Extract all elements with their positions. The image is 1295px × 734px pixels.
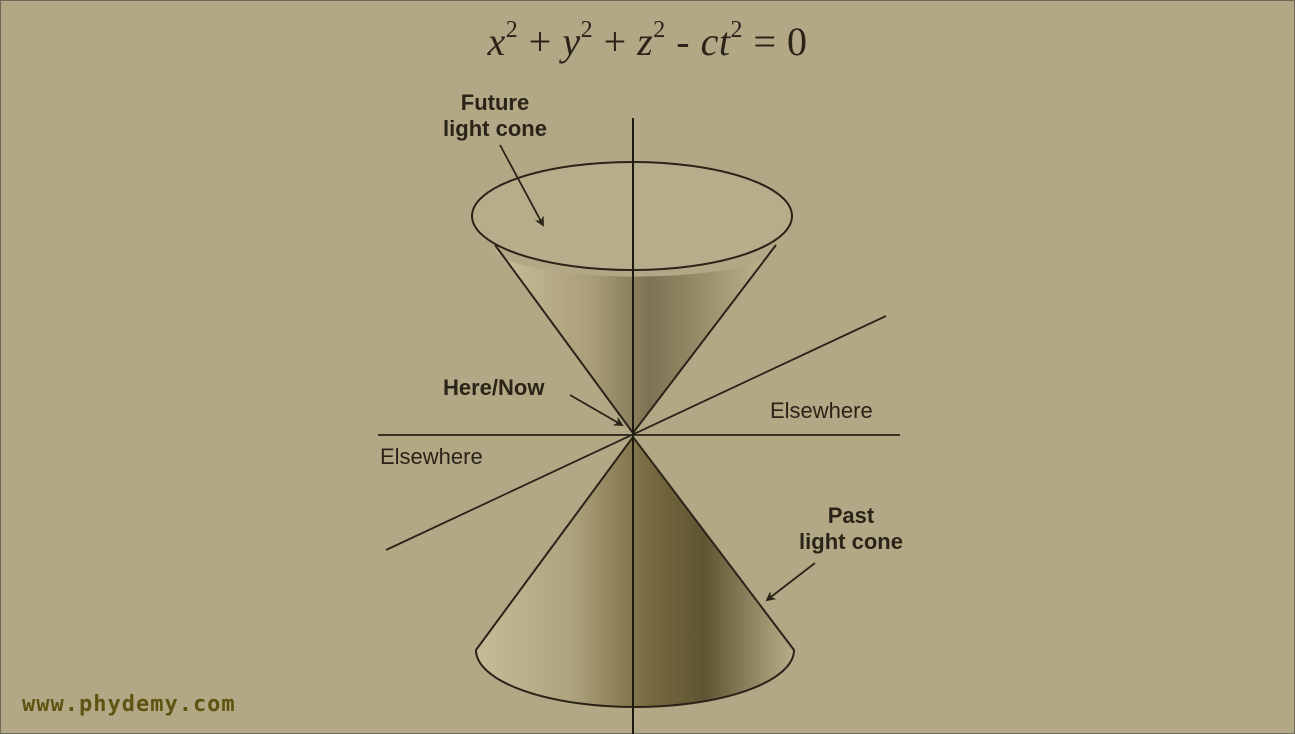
eq-plus-2: +	[603, 19, 627, 64]
future-label-line1: Future	[460, 90, 530, 115]
eq-minus: -	[676, 19, 691, 64]
eq-x: x	[487, 19, 506, 64]
past-label-line1: Past	[827, 503, 875, 528]
future-label-line2: light cone	[443, 116, 547, 141]
eq-ct: ct	[700, 19, 731, 64]
eq-z: z	[637, 19, 654, 64]
elsewhere-right-label: Elsewhere	[770, 398, 873, 423]
past-arrow	[765, 562, 816, 602]
eq-plus-1: +	[528, 19, 552, 64]
past-light-cone-label: Past light cone	[778, 503, 924, 555]
watermark-url: www.phydemy.com	[22, 692, 236, 717]
past-label-line2: light cone	[799, 529, 903, 554]
diagonal-space-axis	[385, 315, 887, 551]
elsewhere-left-label: Elsewhere	[380, 444, 483, 469]
future-light-cone-label: Future light cone	[420, 90, 570, 142]
future-cone-body	[495, 248, 775, 433]
here-now-arrow	[569, 394, 624, 426]
future-arrow	[499, 144, 544, 227]
past-cone-body	[474, 435, 796, 708]
eq-z-exp: 2	[653, 17, 666, 43]
future-cone-left-edge	[494, 244, 634, 434]
here-now-label: Here/Now	[443, 375, 545, 400]
light-cone-equation: x2 + y2 + z2 - ct2 = 0	[0, 18, 1295, 65]
future-cone-right-edge	[632, 244, 777, 434]
eq-x-exp: 2	[505, 17, 519, 43]
eq-ct-exp: 2	[730, 17, 743, 43]
eq-y-exp: 2	[580, 17, 594, 43]
eq-equals-zero: = 0	[753, 19, 808, 64]
eq-y: y	[562, 19, 581, 64]
